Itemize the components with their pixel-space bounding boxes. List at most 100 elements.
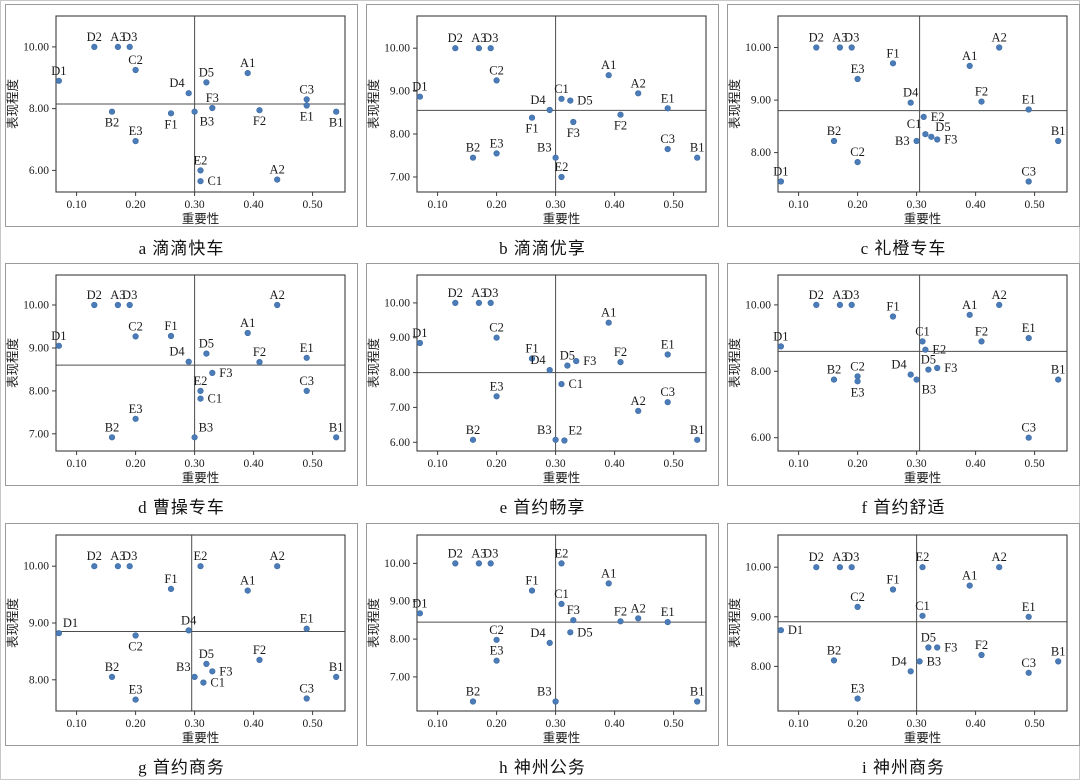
svg-text:D4: D4 bbox=[903, 86, 919, 100]
svg-text:F2: F2 bbox=[253, 114, 266, 128]
svg-text:A3: A3 bbox=[832, 31, 847, 45]
svg-text:E1: E1 bbox=[1022, 599, 1036, 613]
chart-d-caption: d 曹操专车 bbox=[138, 498, 225, 518]
svg-text:F3: F3 bbox=[219, 366, 232, 380]
svg-text:E1: E1 bbox=[300, 611, 314, 625]
svg-text:E2: E2 bbox=[916, 550, 930, 564]
svg-text:F1: F1 bbox=[886, 46, 899, 60]
svg-text:B1: B1 bbox=[329, 660, 344, 674]
svg-text:D5: D5 bbox=[199, 647, 214, 661]
svg-text:9.00: 9.00 bbox=[390, 595, 410, 607]
svg-text:A2: A2 bbox=[270, 288, 285, 302]
svg-text:D4: D4 bbox=[891, 358, 907, 372]
svg-text:D5: D5 bbox=[921, 630, 936, 644]
svg-text:重要性: 重要性 bbox=[543, 730, 581, 745]
svg-text:A3: A3 bbox=[832, 288, 847, 302]
svg-text:E1: E1 bbox=[661, 91, 675, 105]
svg-text:E3: E3 bbox=[851, 386, 865, 400]
svg-text:F1: F1 bbox=[164, 319, 177, 333]
svg-text:E3: E3 bbox=[851, 62, 865, 76]
svg-text:F3: F3 bbox=[944, 640, 957, 654]
svg-text:B2: B2 bbox=[105, 116, 120, 130]
svg-text:F1: F1 bbox=[164, 117, 177, 131]
svg-text:A1: A1 bbox=[962, 49, 977, 63]
svg-text:重要性: 重要性 bbox=[904, 211, 942, 226]
svg-text:0.40: 0.40 bbox=[966, 718, 986, 730]
svg-text:D5: D5 bbox=[560, 349, 575, 363]
svg-text:F1: F1 bbox=[164, 572, 177, 586]
svg-text:A2: A2 bbox=[992, 550, 1007, 564]
svg-text:0.30: 0.30 bbox=[185, 458, 205, 470]
svg-text:C3: C3 bbox=[660, 386, 675, 400]
svg-text:10.00: 10.00 bbox=[745, 42, 771, 54]
svg-text:C2: C2 bbox=[489, 622, 504, 636]
svg-text:B1: B1 bbox=[1051, 644, 1066, 658]
svg-text:0.10: 0.10 bbox=[789, 199, 809, 211]
chart-f-caption: f 首约舒适 bbox=[861, 498, 946, 518]
svg-text:6.00: 6.00 bbox=[29, 165, 49, 177]
svg-text:10.00: 10.00 bbox=[23, 560, 49, 572]
svg-text:0.10: 0.10 bbox=[428, 458, 448, 470]
svg-text:C2: C2 bbox=[850, 590, 865, 604]
chart-e-caption: e 首约畅享 bbox=[499, 498, 586, 518]
svg-text:7.00: 7.00 bbox=[29, 429, 49, 441]
svg-text:0.30: 0.30 bbox=[185, 199, 205, 211]
svg-text:0.20: 0.20 bbox=[848, 458, 868, 470]
svg-text:8.00: 8.00 bbox=[751, 366, 771, 378]
svg-text:0.50: 0.50 bbox=[1025, 199, 1045, 211]
svg-text:D3: D3 bbox=[844, 31, 859, 45]
svg-text:0.20: 0.20 bbox=[848, 199, 868, 211]
svg-text:10.00: 10.00 bbox=[384, 298, 410, 310]
svg-text:E3: E3 bbox=[129, 124, 143, 138]
svg-text:E2: E2 bbox=[555, 546, 569, 560]
svg-text:D3: D3 bbox=[122, 30, 137, 44]
svg-text:0.10: 0.10 bbox=[428, 718, 448, 730]
svg-text:D5: D5 bbox=[199, 337, 214, 351]
svg-text:E3: E3 bbox=[490, 643, 504, 657]
svg-text:D2: D2 bbox=[809, 288, 824, 302]
svg-text:B3: B3 bbox=[199, 421, 214, 435]
svg-text:C3: C3 bbox=[1021, 165, 1036, 179]
svg-text:C3: C3 bbox=[299, 681, 314, 695]
svg-text:C2: C2 bbox=[489, 63, 504, 77]
svg-text:7.00: 7.00 bbox=[390, 671, 410, 683]
svg-text:0.40: 0.40 bbox=[605, 718, 625, 730]
svg-text:C3: C3 bbox=[660, 132, 675, 146]
svg-text:D1: D1 bbox=[51, 64, 66, 78]
svg-text:10.00: 10.00 bbox=[384, 43, 410, 55]
svg-text:F1: F1 bbox=[886, 572, 899, 586]
chart-i-caption: i 神州商务 bbox=[862, 757, 945, 777]
svg-text:A2: A2 bbox=[992, 31, 1007, 45]
svg-text:D2: D2 bbox=[87, 549, 102, 563]
svg-text:0.20: 0.20 bbox=[126, 458, 146, 470]
svg-text:0.30: 0.30 bbox=[185, 718, 205, 730]
svg-text:A2: A2 bbox=[270, 163, 285, 177]
svg-text:表现程度: 表现程度 bbox=[728, 597, 742, 648]
svg-text:D3: D3 bbox=[483, 546, 498, 560]
svg-text:重要性: 重要性 bbox=[904, 470, 942, 485]
svg-text:A2: A2 bbox=[631, 601, 646, 615]
svg-text:8.00: 8.00 bbox=[29, 674, 49, 686]
svg-text:F2: F2 bbox=[975, 638, 988, 652]
svg-text:10.00: 10.00 bbox=[23, 41, 49, 53]
svg-text:F3: F3 bbox=[583, 354, 596, 368]
svg-text:重要性: 重要性 bbox=[182, 470, 220, 485]
svg-text:F2: F2 bbox=[614, 604, 627, 618]
svg-text:D2: D2 bbox=[87, 30, 102, 44]
svg-text:D2: D2 bbox=[809, 31, 824, 45]
svg-text:A1: A1 bbox=[240, 316, 255, 330]
svg-text:8.00: 8.00 bbox=[390, 367, 410, 379]
svg-text:B2: B2 bbox=[466, 423, 481, 437]
svg-text:8.00: 8.00 bbox=[390, 633, 410, 645]
svg-text:D2: D2 bbox=[448, 31, 463, 45]
svg-text:表现程度: 表现程度 bbox=[367, 597, 381, 648]
svg-text:9.00: 9.00 bbox=[390, 86, 410, 98]
svg-text:B2: B2 bbox=[827, 643, 842, 657]
